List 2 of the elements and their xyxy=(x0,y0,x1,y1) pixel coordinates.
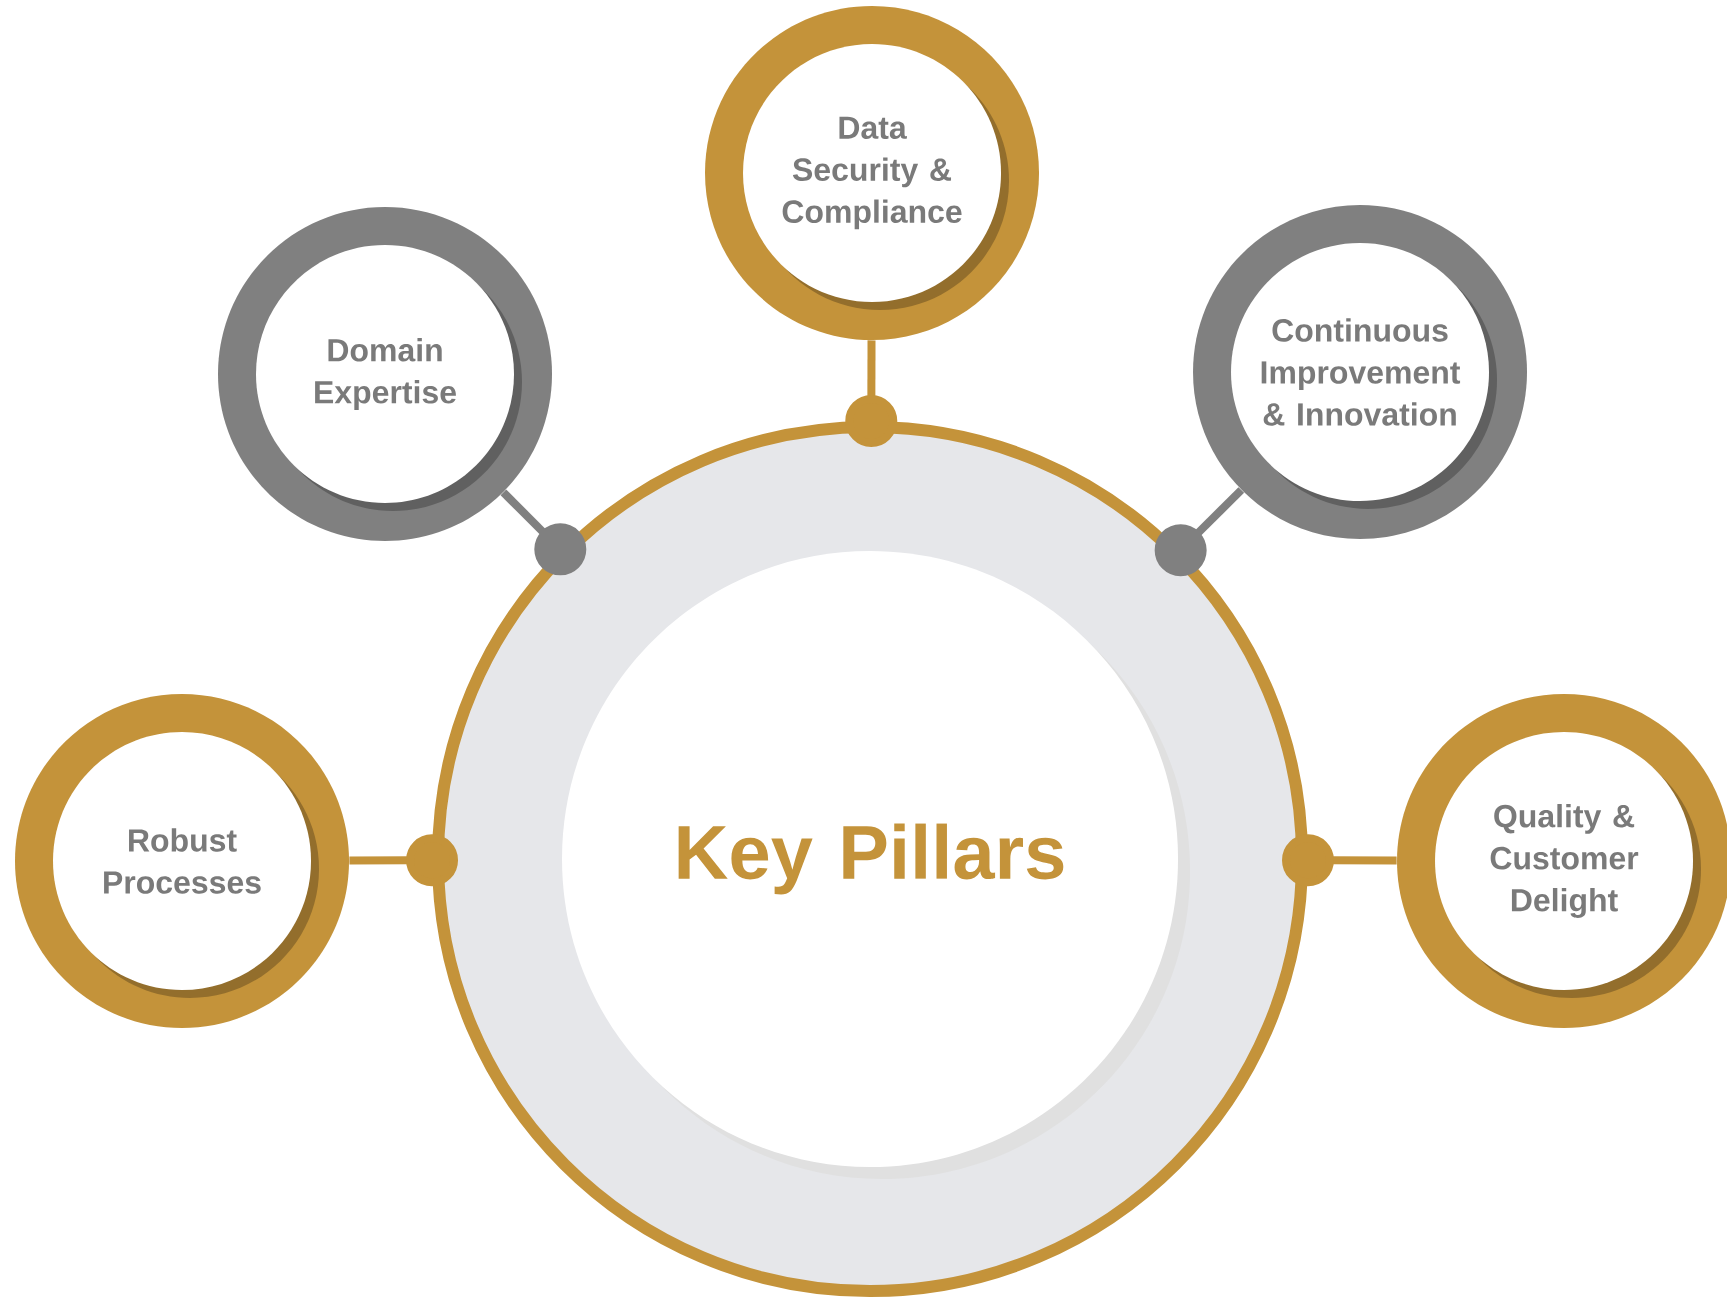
connector xyxy=(500,489,587,576)
connector xyxy=(1154,487,1245,577)
